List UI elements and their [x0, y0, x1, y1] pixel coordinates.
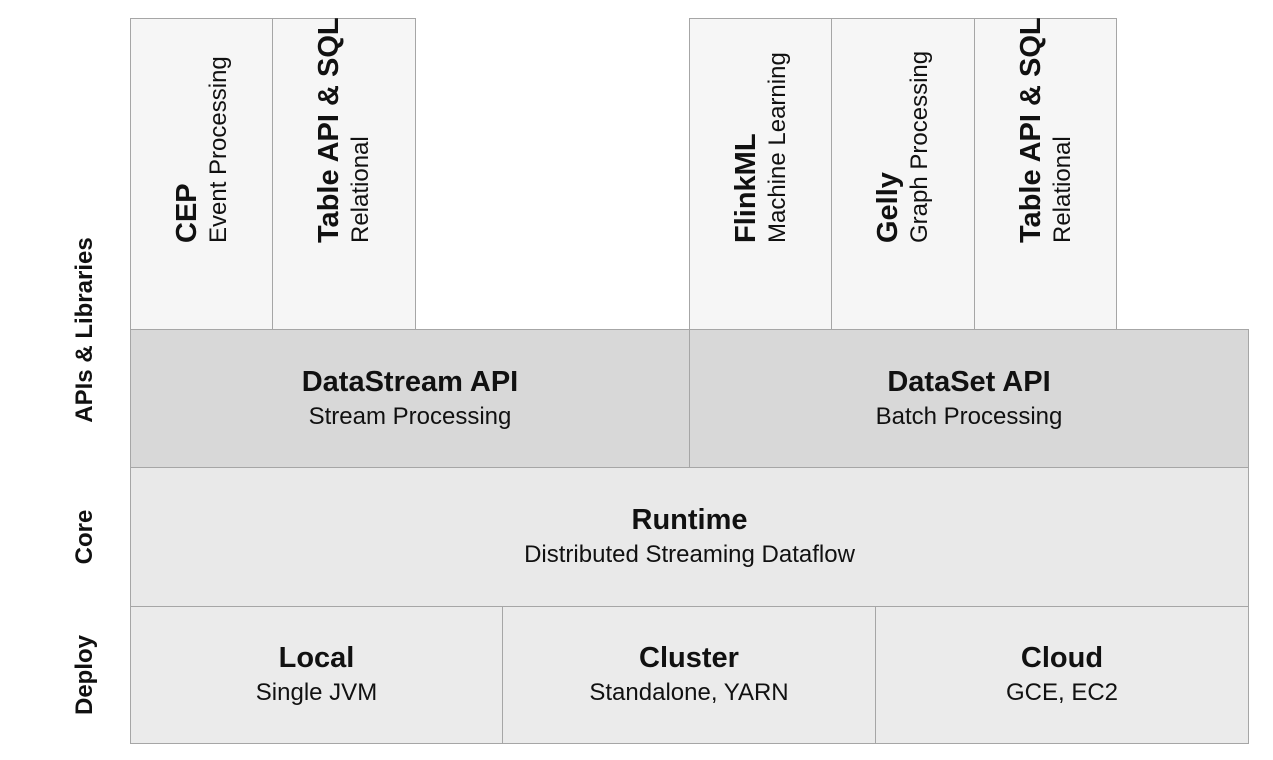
flinkml-library-subtitle: Machine Learning — [763, 52, 791, 243]
datastream-api-box: DataStream API Stream Processing — [130, 329, 690, 468]
deploy-cluster-box: Cluster Standalone, YARN — [502, 606, 876, 744]
deploy-cloud-subtitle: GCE, EC2 — [1005, 679, 1119, 706]
cep-library-box: CEP Event Processing — [130, 18, 273, 330]
table-api-stream-library-box: Table API & SQL Relational — [272, 17, 416, 330]
deploy-local-subtitle: Single JVM — [255, 679, 378, 706]
runtime-subtitle: Distributed Streaming Dataflow — [524, 541, 855, 568]
deploy-local-box: Local Single JVM — [130, 606, 503, 744]
table-api-batch-library-subtitle: Relational — [1048, 136, 1076, 243]
dataset-api-title: DataSet API — [887, 365, 1051, 398]
table-api-stream-library-text: Table API & SQL Relational — [312, 17, 376, 243]
gelly-library-box: Gelly Graph Processing — [831, 18, 975, 330]
deploy-local-text: Local Single JVM — [131, 607, 502, 743]
cep-library-title: CEP — [170, 183, 203, 243]
datastream-api-text: DataStream API Stream Processing — [131, 330, 689, 467]
gelly-library-subtitle: Graph Processing — [906, 50, 933, 243]
table-api-batch-library-box: Table API & SQL Relational — [974, 17, 1117, 330]
deploy-local-title: Local — [278, 642, 355, 674]
deploy-cloud-text: Cloud GCE, EC2 — [876, 607, 1248, 743]
deploy-cluster-text: Cluster Standalone, YARN — [503, 607, 875, 743]
cep-library-subtitle: Event Processing — [204, 56, 232, 243]
runtime-text: Runtime Distributed Streaming Dataflow — [131, 468, 1248, 606]
deploy-cluster-subtitle: Standalone, YARN — [589, 679, 789, 706]
table-api-batch-library-text: Table API & SQL Relational — [1014, 17, 1078, 243]
dataset-api-text: DataSet API Batch Processing — [690, 330, 1248, 467]
layer-label-deploy: Deploy — [71, 634, 98, 716]
runtime-title: Runtime — [631, 504, 748, 536]
gelly-library-title: Gelly — [872, 172, 904, 243]
runtime-box: Runtime Distributed Streaming Dataflow — [130, 467, 1249, 607]
flinkml-library-title: FlinkML — [729, 133, 762, 243]
deploy-cluster-title: Cluster — [639, 642, 739, 674]
dataset-api-box: DataSet API Batch Processing — [689, 329, 1249, 468]
datastream-api-subtitle: Stream Processing — [308, 402, 512, 430]
gelly-library-text: Gelly Graph Processing — [871, 51, 935, 243]
flinkml-library-text: FlinkML Machine Learning — [729, 52, 793, 243]
table-api-batch-library-title: Table API & SQL — [1014, 17, 1047, 243]
dataset-api-subtitle: Batch Processing — [875, 402, 1063, 430]
table-api-stream-library-subtitle: Relational — [347, 136, 374, 243]
layer-label-core: Core — [71, 509, 98, 565]
deploy-cloud-title: Cloud — [1020, 642, 1104, 674]
cep-library-text: CEP Event Processing — [170, 56, 234, 243]
flinkml-library-box: FlinkML Machine Learning — [689, 18, 832, 330]
table-api-stream-library-title: Table API & SQL — [313, 17, 345, 243]
layer-label-apis-libraries: APIs & Libraries — [71, 237, 98, 423]
datastream-api-title: DataStream API — [301, 365, 519, 398]
deploy-cloud-box: Cloud GCE, EC2 — [875, 606, 1249, 744]
